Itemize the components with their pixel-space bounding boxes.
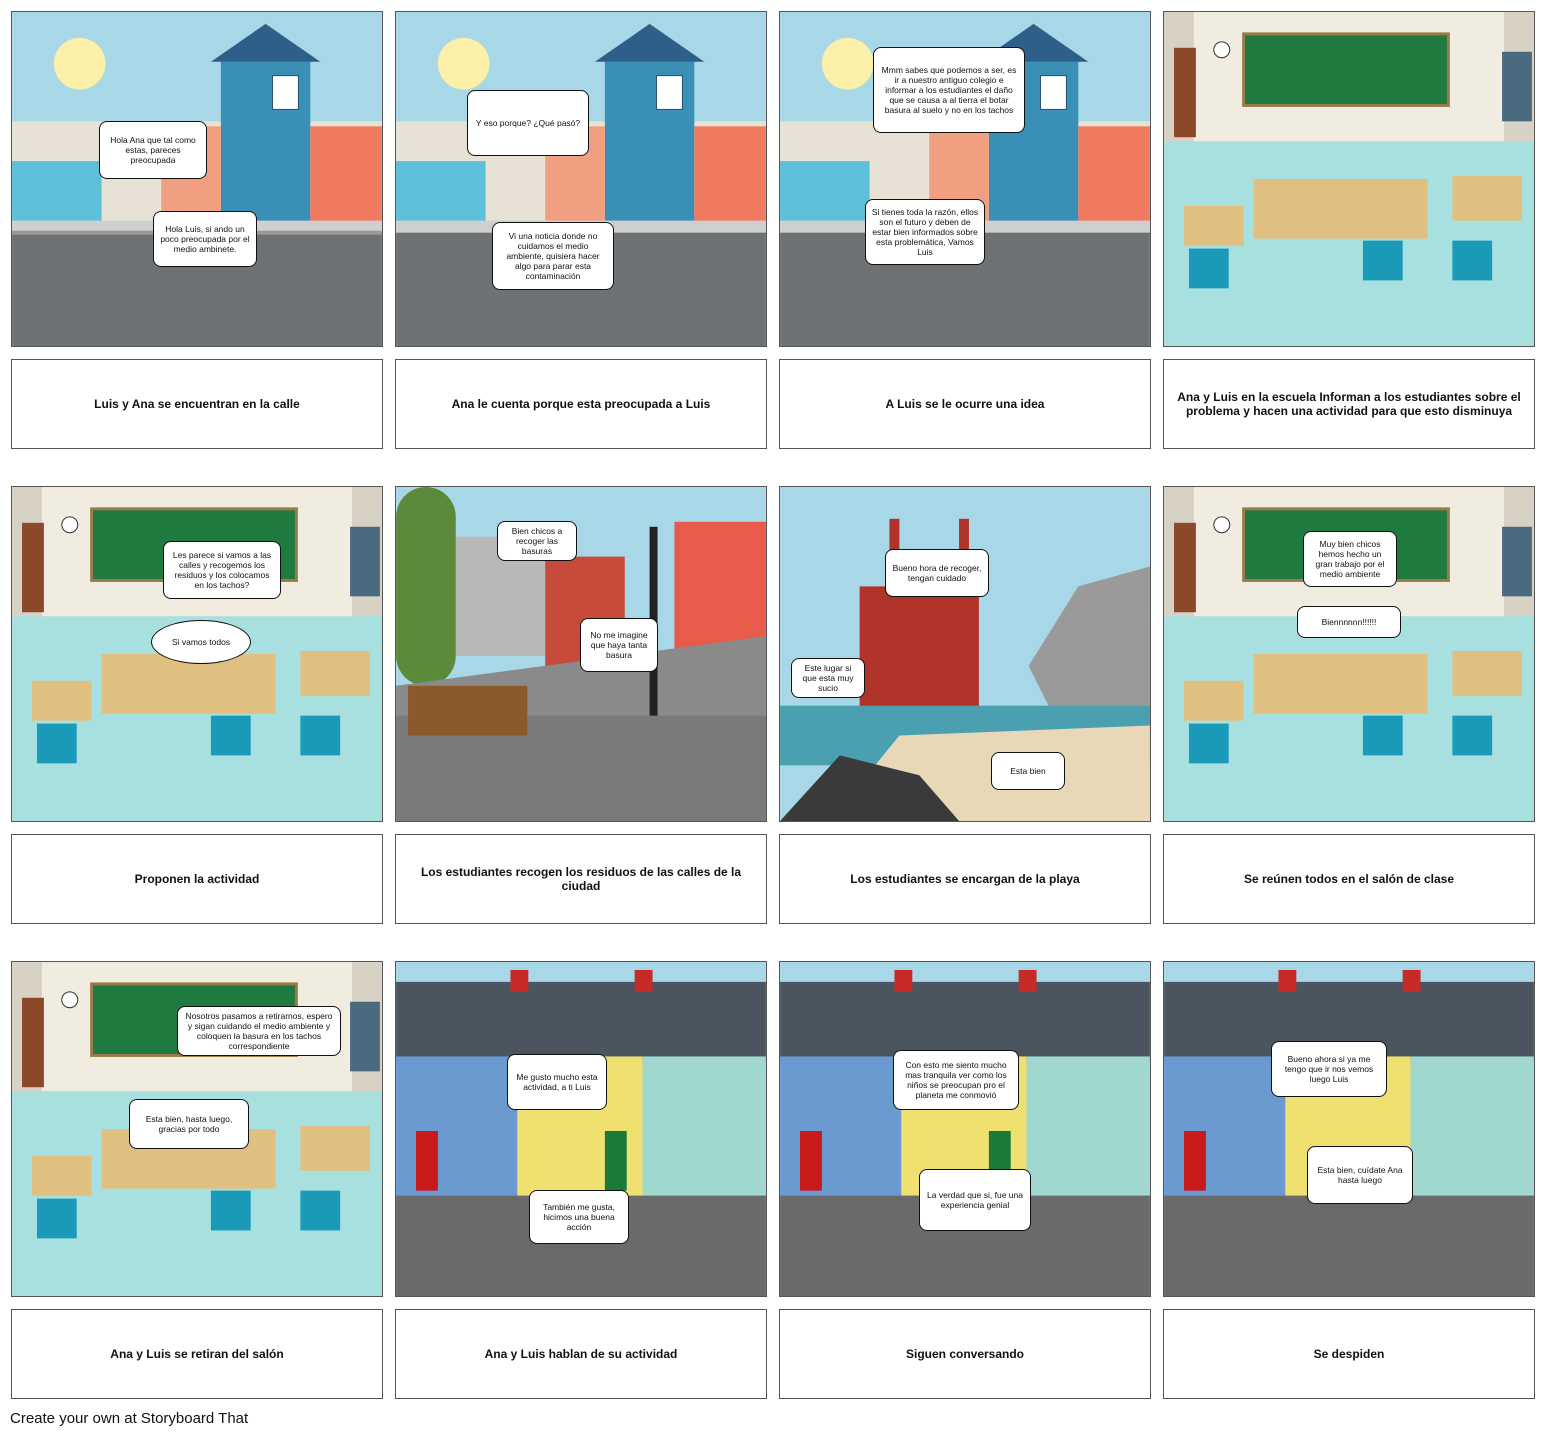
- speech-bubble: Bueno hora de recoger, tengan cuidado: [885, 549, 989, 597]
- panel-4-scene: [1163, 11, 1535, 347]
- panel-caption: Luis y Ana se encuentran en la calle: [11, 359, 383, 449]
- panel-6-scene: [395, 486, 767, 822]
- panel-1-scene: [11, 11, 383, 347]
- panel-11-scene: [779, 961, 1151, 1297]
- panel-12-scene: [1163, 961, 1535, 1297]
- speech-bubble: Si tienes toda la razón, ellos son el fu…: [865, 199, 985, 265]
- speech-bubble: No me imagine que haya tanta basura: [580, 618, 658, 672]
- speech-bubble: Esta bien, cuídate Ana hasta luego: [1307, 1146, 1413, 1204]
- panel-7-scene: [779, 486, 1151, 822]
- panel-caption: A Luis se le ocurre una idea: [779, 359, 1151, 449]
- speech-bubble: Este lugar si que esta muy sucio: [791, 658, 865, 698]
- panel-8-scene: [1163, 486, 1535, 822]
- speech-bubble: Les parece si vamos a las calles y recog…: [163, 541, 281, 599]
- houses-scene: [1164, 962, 1534, 1296]
- panel-caption: Ana le cuenta porque esta preocupada a L…: [395, 359, 767, 449]
- classroom-scene: [1164, 12, 1534, 346]
- classroom-scene: [12, 487, 382, 821]
- speech-bubble: Si vamos todos: [151, 620, 251, 664]
- speech-bubble: Esta bien: [991, 752, 1065, 790]
- speech-bubble: Esta bien, hasta luego, gracias por todo: [129, 1099, 249, 1149]
- panel-caption: Ana y Luis hablan de su actividad: [395, 1309, 767, 1399]
- speech-bubble: Vi una noticia donde no cuidamos el medi…: [492, 222, 614, 290]
- panel-2-scene: [395, 11, 767, 347]
- speech-bubble: Me gusto mucho esta actividad, a ti Luis: [507, 1054, 607, 1110]
- panel-caption: Los estudiantes se encargan de la playa: [779, 834, 1151, 924]
- houses-scene: [780, 962, 1150, 1296]
- panel-caption: Ana y Luis en la escuela Informan a los …: [1163, 359, 1535, 449]
- street-scene: [12, 12, 382, 346]
- speech-bubble: La verdad que si, fue una experiencia ge…: [919, 1169, 1031, 1231]
- speech-bubble: También me gusta, hicimos una buena acci…: [529, 1190, 629, 1244]
- classroom-scene: [1164, 487, 1534, 821]
- speech-bubble: Nosotros pasamos a retirarnos, espero y …: [177, 1006, 341, 1056]
- panel-caption: Ana y Luis se retiran del salón: [11, 1309, 383, 1399]
- panel-10-scene: [395, 961, 767, 1297]
- panel-caption: Se reúnen todos en el salón de clase: [1163, 834, 1535, 924]
- beach-scene: [780, 487, 1150, 821]
- speech-bubble: Muy bien chicos hemos hecho un gran trab…: [1303, 531, 1397, 587]
- houses-scene: [396, 962, 766, 1296]
- park-scene: [396, 487, 766, 821]
- footer-credit[interactable]: Create your own at Storyboard That: [10, 1410, 249, 1427]
- panel-caption: Se despiden: [1163, 1309, 1535, 1399]
- speech-bubble: Con esto me siento mucho mas tranquila v…: [893, 1050, 1019, 1110]
- panel-caption: Siguen conversando: [779, 1309, 1151, 1399]
- street-scene: [396, 12, 766, 346]
- speech-bubble: Mmm sabes que podemos a ser, es ir a nue…: [873, 47, 1025, 133]
- speech-bubble: Y eso porque? ¿Qué pasó?: [467, 90, 589, 156]
- speech-bubble: Bueno ahora si ya me tengo que ir nos ve…: [1271, 1041, 1387, 1097]
- panel-caption: Los estudiantes recogen los residuos de …: [395, 834, 767, 924]
- speech-bubble: Hola Luis, si ando un poco preocupada po…: [153, 211, 257, 267]
- panel-5-scene: [11, 486, 383, 822]
- speech-bubble: Bien chicos a recoger las basuras: [497, 521, 577, 561]
- speech-bubble: Biennnnnn!!!!!!: [1297, 606, 1401, 638]
- speech-bubble: Hola Ana que tal como estas, pareces pre…: [99, 121, 207, 179]
- panel-caption: Proponen la actividad: [11, 834, 383, 924]
